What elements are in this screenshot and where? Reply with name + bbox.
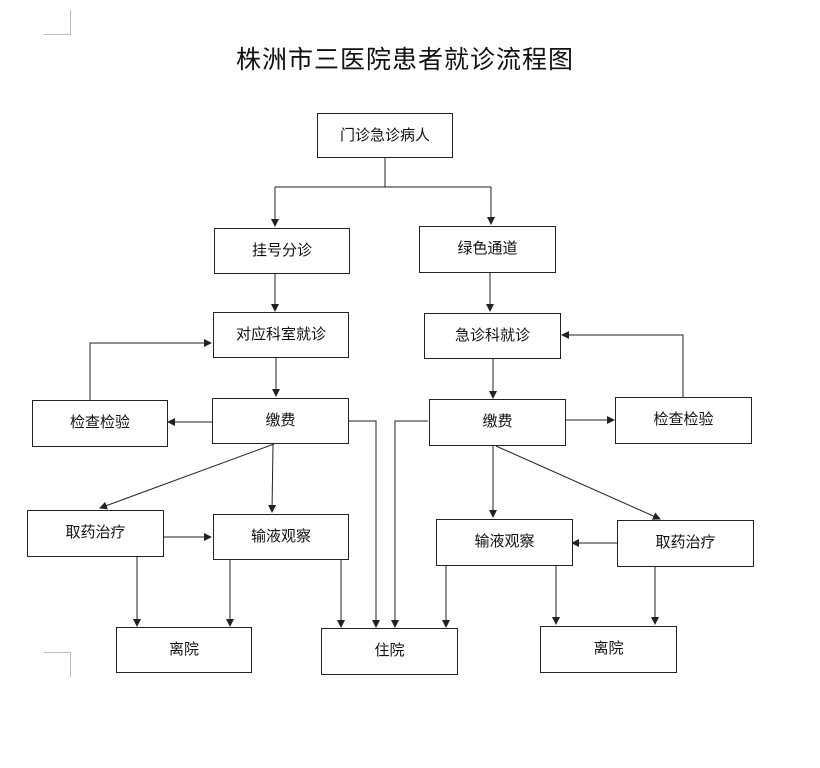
node-med-right: 取药治疗 bbox=[617, 520, 754, 567]
arrow-pay-right-to-med bbox=[495, 445, 661, 520]
arrow-exam-right-back-to-dept bbox=[561, 331, 684, 397]
node-start: 门诊急诊病人 bbox=[317, 113, 453, 158]
node-iv-right: 输液观察 bbox=[436, 519, 573, 566]
node-pay-left-label: 缴费 bbox=[265, 411, 296, 429]
node-iv-left-label: 输液观察 bbox=[250, 527, 311, 545]
node-exam-left: 检查检验 bbox=[32, 400, 168, 447]
arrow-exam-left-back-to-dept bbox=[89, 339, 212, 400]
node-register: 挂号分诊 bbox=[214, 228, 350, 274]
node-dept-right-label: 急诊科就诊 bbox=[454, 326, 530, 344]
node-med-right-label: 取药治疗 bbox=[655, 533, 716, 551]
node-exam-right: 检查检验 bbox=[615, 397, 752, 444]
node-leave-left-label: 离院 bbox=[168, 640, 199, 658]
node-iv-right-label: 输液观察 bbox=[474, 532, 535, 550]
node-hospital: 住院 bbox=[321, 628, 458, 675]
node-dept-left-label: 对应科室就诊 bbox=[235, 325, 326, 343]
node-register-label: 挂号分诊 bbox=[251, 241, 312, 259]
node-pay-right: 缴费 bbox=[429, 399, 566, 446]
node-med-left: 取药治疗 bbox=[27, 510, 164, 557]
node-pay-right-label: 缴费 bbox=[482, 412, 513, 430]
node-start-label: 门诊急诊病人 bbox=[339, 126, 430, 144]
crop-mark-top bbox=[44, 10, 71, 35]
diagram-title: 株洲市三医院患者就诊流程图 bbox=[235, 45, 574, 74]
node-leave-left: 离院 bbox=[116, 627, 252, 673]
node-hospital-label: 住院 bbox=[374, 641, 405, 659]
crop-mark-bottom bbox=[44, 652, 71, 677]
arrow-pay-right-to-hospital bbox=[391, 420, 428, 628]
node-exam-right-label: 检查检验 bbox=[653, 410, 714, 428]
node-green-channel-label: 绿色通道 bbox=[457, 239, 518, 257]
node-iv-left: 输液观察 bbox=[213, 514, 349, 560]
node-leave-right-label: 离院 bbox=[593, 639, 624, 657]
node-dept-left: 对应科室就诊 bbox=[213, 312, 349, 358]
node-med-left-label: 取药治疗 bbox=[65, 523, 126, 541]
arrow-pay-to-iv-left bbox=[268, 443, 277, 513]
node-pay-left: 缴费 bbox=[212, 398, 349, 444]
node-green-channel: 绿色通道 bbox=[419, 226, 556, 273]
node-leave-right: 离院 bbox=[540, 626, 677, 673]
arrow-pay-left-to-hospital bbox=[349, 420, 380, 628]
node-dept-right: 急诊科就诊 bbox=[424, 313, 561, 359]
arrow-pay-to-med-left bbox=[99, 443, 275, 510]
node-exam-left-label: 检查检验 bbox=[69, 413, 130, 431]
